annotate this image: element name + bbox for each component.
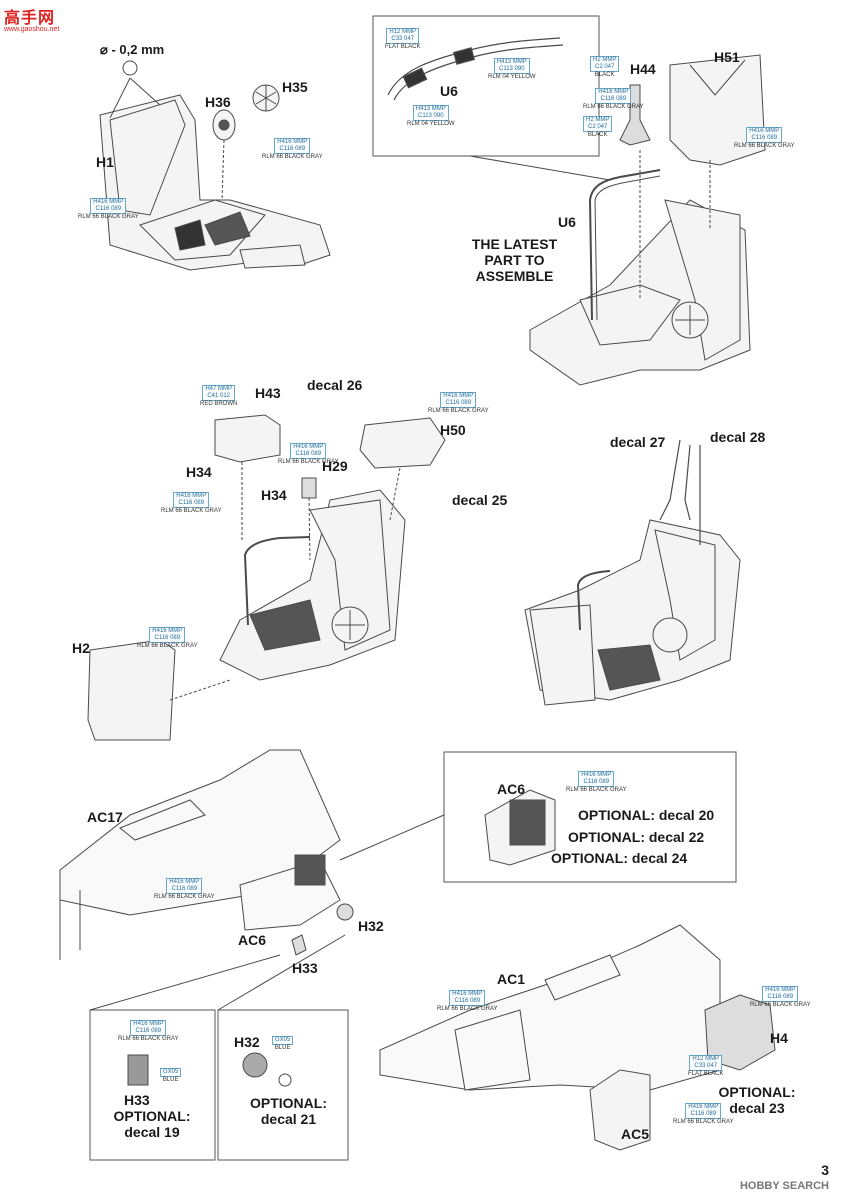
decal-25: decal 25 <box>452 492 508 508</box>
logo-url: www.gaoshou.net <box>4 26 60 33</box>
h33-inset-part <box>127 1054 149 1086</box>
optional-decal-19: OPTIONAL: decal 19 <box>113 1108 191 1141</box>
ac5-panel <box>589 1069 651 1151</box>
part-ac5: AC5 <box>621 1126 650 1142</box>
part-h44: H44 <box>630 61 656 77</box>
h50-cushion <box>359 417 446 469</box>
h32-inset-gauge <box>242 1052 268 1078</box>
belts-decal-27-28 <box>659 439 701 545</box>
part-h36: H36 <box>205 94 231 110</box>
part-h29: H29 <box>322 458 348 474</box>
decal-27: decal 27 <box>610 434 666 450</box>
u6-pipe-detail <box>387 37 564 101</box>
assembly-2-cockpit <box>529 199 751 386</box>
part-ac1: AC1 <box>497 971 526 987</box>
optional-decal-21: OPTIONAL: decal 21 <box>250 1095 327 1128</box>
optional-decal-20: OPTIONAL: decal 20 <box>578 807 715 823</box>
optional-decal-22: OPTIONAL: decal 22 <box>568 829 705 845</box>
drill-label: ⌀ - 0,2 mm <box>100 42 165 57</box>
h51-armour <box>669 54 766 166</box>
optional-decal-23: OPTIONAL: decal 23 <box>718 1084 796 1117</box>
part-h4: H4 <box>770 1030 788 1046</box>
part-u6: U6 <box>558 214 576 230</box>
h29-box <box>301 477 317 499</box>
part-h51: H51 <box>714 49 740 65</box>
h43-headrest <box>214 414 281 463</box>
site-logo: 高手网 www.gaoshou.net <box>4 4 59 33</box>
drill-leader <box>109 77 131 119</box>
assembly-1-cockpit-floor <box>99 94 331 271</box>
part-h35: H35 <box>282 79 308 95</box>
fuselage-right <box>379 924 721 1091</box>
h2-panel <box>87 639 176 741</box>
page-number: 3 <box>821 1162 829 1178</box>
part-h32: H32 <box>358 918 384 934</box>
drill-symbol <box>122 60 138 76</box>
part-h2: H2 <box>72 640 90 656</box>
part-u6-inset: U6 <box>440 83 458 99</box>
inset-u6-box <box>372 15 600 157</box>
hobby-search-watermark: HOBBY SEARCH <box>739 1180 829 1192</box>
decal-26: decal 26 <box>307 377 363 393</box>
inset-ac6-box <box>443 751 737 883</box>
u6-pipe <box>588 169 661 321</box>
inset-h33-box <box>89 1009 216 1161</box>
part-h43: H43 <box>255 385 281 401</box>
part-ac6-inset: AC6 <box>497 781 526 797</box>
part-h33: H33 <box>292 960 318 976</box>
part-ac17: AC17 <box>87 809 123 825</box>
paint-callout-h32-blue: GX05 BLUE <box>272 1036 294 1052</box>
fuselage-left <box>59 749 341 931</box>
part-h34-a: H34 <box>186 464 212 480</box>
optional-decal-24: OPTIONAL: decal 24 <box>551 850 688 866</box>
part-h34-b: H34 <box>261 487 287 503</box>
paint-callout-h33-blue: GX05 BLUE <box>160 1068 182 1084</box>
logo-text: 高手网 <box>4 8 56 27</box>
h44-part <box>619 84 651 146</box>
part-ac6: AC6 <box>238 932 267 948</box>
h32-gauge <box>336 903 354 921</box>
part-h32-inset: H32 <box>234 1034 260 1050</box>
h33-part <box>291 934 307 956</box>
part-h33-inset: H33 <box>124 1092 150 1108</box>
assembly-3-cockpit <box>219 489 406 681</box>
part-h50: H50 <box>440 422 466 438</box>
inset-u6-leader <box>469 155 611 181</box>
inset-h32-box <box>217 1009 349 1161</box>
latest-part-note: THE LATEST PART TO ASSEMBLE <box>471 236 558 285</box>
part-h1: H1 <box>96 154 114 170</box>
assembly-4-cockpit <box>524 519 741 706</box>
decal-28: decal 28 <box>710 429 766 445</box>
